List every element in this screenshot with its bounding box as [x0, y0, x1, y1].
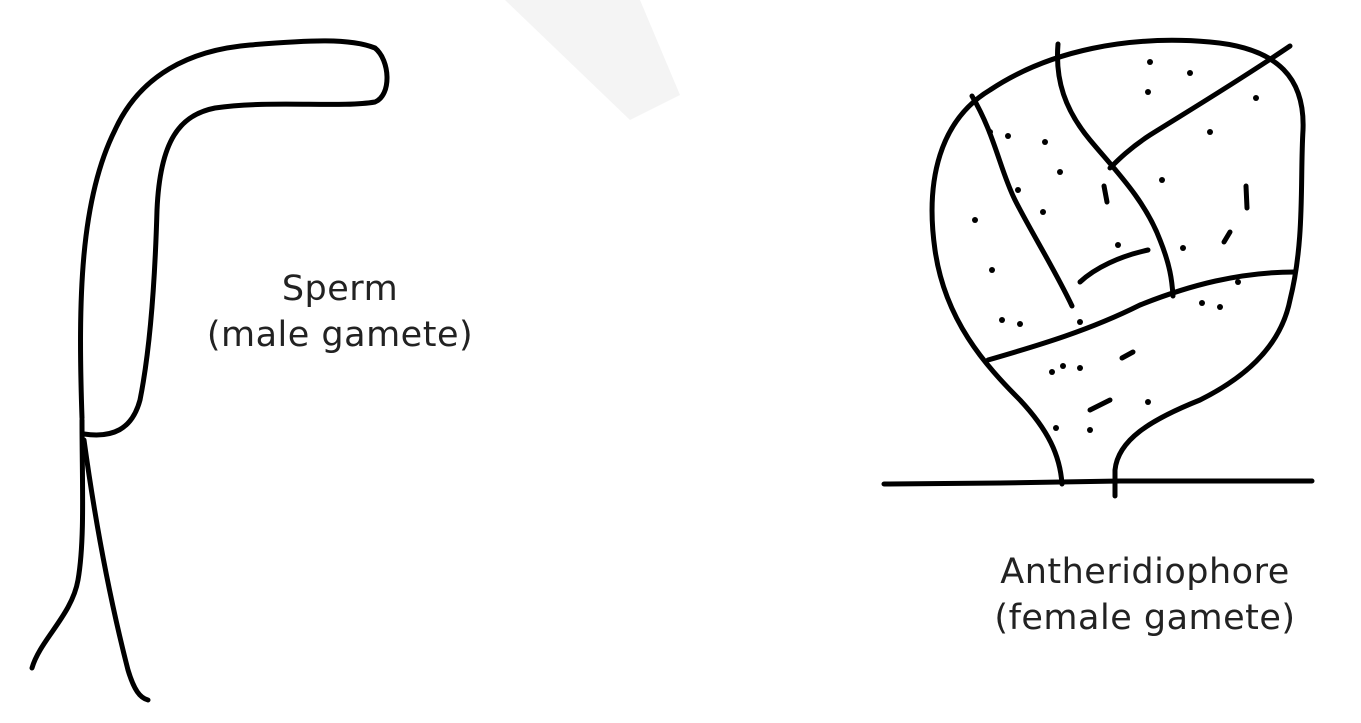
antheridiophore-label: Antheridiophore (female gamete) [955, 549, 1335, 641]
inner-arc [1077, 247, 1151, 285]
sperm-flagellum-left [29, 417, 86, 671]
sperm-body-outline [78, 38, 390, 438]
division-line-2 [1055, 41, 1176, 299]
division-line-3 [1107, 43, 1293, 171]
watermark-shape [505, 0, 680, 120]
division-line-1 [969, 93, 1075, 309]
bulb-outline [929, 37, 1306, 499]
dash-1 [1101, 183, 1110, 205]
sperm-flagellum-right [81, 437, 151, 703]
antheridiophore-label-line1: Antheridiophore [1000, 552, 1290, 592]
division-line-4 [985, 269, 1298, 363]
dash-2 [1243, 183, 1250, 211]
bulb-dots [972, 59, 1259, 433]
dash-5 [1119, 349, 1136, 361]
sperm-label-line1: Sperm [281, 269, 399, 309]
ground-line [881, 478, 1315, 487]
sperm-drawing [29, 38, 390, 703]
sperm-label: Sperm (male gamete) [180, 266, 500, 358]
dash-3 [1221, 229, 1233, 245]
dash-4 [1087, 397, 1113, 413]
antheridiophore-label-line2: (female gamete) [994, 598, 1296, 638]
antheridiophore-drawing [881, 37, 1315, 499]
sperm-label-line2: (male gamete) [206, 315, 474, 355]
